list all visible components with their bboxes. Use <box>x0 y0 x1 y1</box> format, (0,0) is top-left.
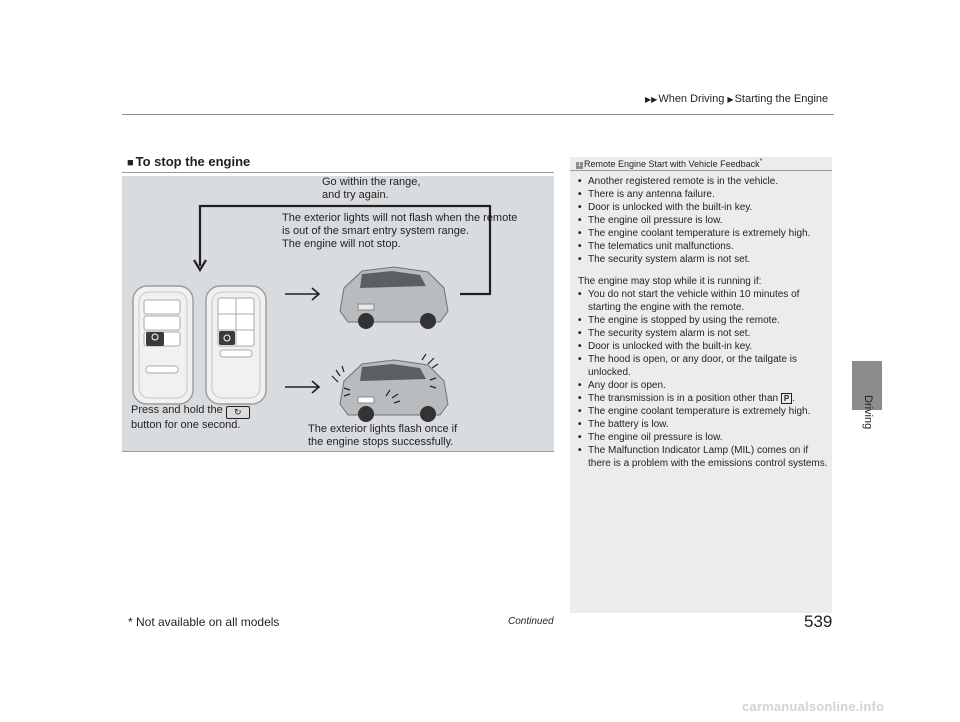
note-title-text: Remote Engine Start with Vehicle Feedbac… <box>584 159 760 169</box>
label-press-hold: Press and hold the ↻button for one secon… <box>131 404 250 432</box>
list-item: The engine coolant temperature is extrem… <box>578 227 828 240</box>
figure-illustration <box>132 204 492 422</box>
breadcrumb-item[interactable]: Starting the Engine <box>734 93 829 105</box>
label-press-hold-a: Press and hold the <box>131 404 223 416</box>
label-lights-not-flash: The exterior lights will not flash when … <box>282 212 518 237</box>
trans-end: . <box>792 393 796 404</box>
label-press-hold-b: button for one second. <box>131 419 241 431</box>
breadcrumb: ▶▶When Driving ▶Starting the Engine <box>645 93 828 105</box>
car-icon <box>339 266 449 329</box>
continued-label: Continued <box>508 616 554 627</box>
list-item: The security system alarm is not set. <box>578 327 828 340</box>
list-item: The hood is open, or any door, or the ta… <box>578 353 828 379</box>
list-item: The engine oil pressure is low. <box>578 214 828 227</box>
return-arrow-icon <box>198 204 492 296</box>
list-item: The Malfunction Indicator Lamp (MIL) com… <box>578 444 828 470</box>
list-item: There is any antenna failure. <box>578 188 828 201</box>
list-item: The telematics unit malfunctions. <box>578 240 828 253</box>
trans-text: The transmission is in a position other … <box>588 393 779 404</box>
list-item: Door is unlocked with the built-in key. <box>578 201 828 214</box>
note-list: You do not start the vehicle within 10 m… <box>578 288 828 392</box>
car-icon <box>331 353 449 422</box>
label-lights-flash-once: The exterior lights flash once if the en… <box>308 423 458 448</box>
chapter-label: Driving <box>862 395 874 430</box>
figure: Go within the range, and try again. The … <box>122 176 554 451</box>
list-item: The engine coolant temperature is extrem… <box>578 405 828 418</box>
key-fob-icon <box>132 285 194 405</box>
section-square-icon: ■ <box>127 157 134 169</box>
chapter-tab <box>852 361 882 410</box>
note-list: The engine coolant temperature is extrem… <box>578 405 828 470</box>
note-title-mark: * <box>759 158 763 165</box>
watermark: carmanualsonline.info <box>742 699 885 714</box>
note-list: Another registered remote is in the vehi… <box>578 175 828 266</box>
note-lead: The engine may stop while it is running … <box>578 276 762 287</box>
section-title-text: To stop the engine <box>135 154 251 169</box>
note-index-icon: 1 <box>576 162 583 169</box>
note-rule <box>570 170 832 171</box>
breadcrumb-arrow-icon: ▶ <box>727 95 734 104</box>
label-engine-not-stop: The engine will not stop. <box>282 238 401 250</box>
list-item: The engine oil pressure is low. <box>578 431 828 444</box>
figure-top-rule <box>122 172 554 173</box>
breadcrumb-arrow-icon: ▶▶ <box>645 95 658 104</box>
list-item: Any door is open. <box>578 379 828 392</box>
list-item: The engine is stopped by using the remot… <box>578 314 828 327</box>
engine-start-button-icon: ↻ <box>225 406 250 419</box>
list-item: The battery is low. <box>578 418 828 431</box>
arrow-right-icon <box>285 380 321 394</box>
list-item: You do not start the vehicle within 10 m… <box>578 288 828 314</box>
note-body: Another registered remote is in the vehi… <box>578 175 828 470</box>
footnote: * Not available on all models <box>128 615 280 629</box>
key-fob-icon <box>205 285 267 405</box>
park-key-icon: P <box>780 393 793 404</box>
list-item: The security system alarm is not set. <box>578 253 828 266</box>
list-item: Door is unlocked with the built-in key. <box>578 340 828 353</box>
page-number: 539 <box>804 612 833 631</box>
figure-bottom-rule <box>122 451 554 452</box>
list-item: The transmission is in a position other … <box>578 392 828 405</box>
arrow-right-icon <box>285 287 321 301</box>
section-title: ■To stop the engine <box>127 154 250 169</box>
breadcrumb-item[interactable]: When Driving <box>658 93 725 105</box>
label-go-within-range: Go within the range, and try again. <box>322 176 421 201</box>
flash-lights-icon <box>331 353 439 404</box>
list-item: Another registered remote is in the vehi… <box>578 175 828 188</box>
header-rule <box>122 114 834 115</box>
